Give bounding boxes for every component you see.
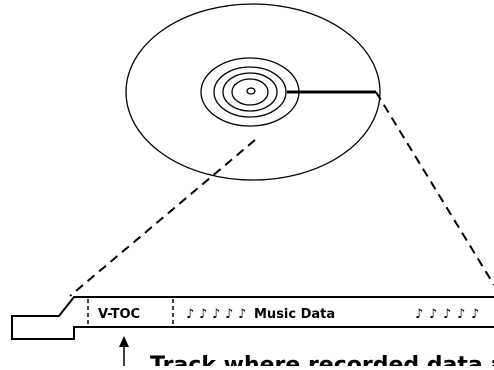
music-note-icon: ♪ (238, 307, 246, 322)
disc-hub-ring-1 (200, 57, 300, 127)
projection-line-outer (375, 91, 494, 286)
music-note-icon: ♪ (199, 307, 207, 322)
disc-hub-ring-2 (213, 66, 287, 118)
disc-outer-edge (125, 3, 381, 181)
music-note-icon: ♪ (429, 307, 437, 322)
music-note-icon: ♪ (415, 307, 423, 322)
music-note-icon: ♪ (443, 307, 451, 322)
toc-label: V-TOC (98, 307, 140, 322)
projection-line-inner (69, 139, 256, 297)
disc-spindle-hole (246, 87, 256, 95)
music-note-icon: ♪ (457, 307, 465, 322)
music-note-icon: ♪ (471, 307, 479, 322)
music-data-label: Music Data (254, 307, 335, 322)
disc-hub-ring-4 (231, 78, 269, 106)
music-note-icon: ♪ (212, 307, 220, 322)
disc-hub-ring-3 (222, 72, 278, 112)
pointer-arrow-head (119, 336, 129, 347)
caption-text: Track where recorded data and (150, 353, 494, 366)
music-notes-left: ♪ ♪ ♪ ♪ ♪ (186, 307, 246, 322)
disc-cross-section (11, 296, 494, 340)
music-notes-right: ♪ ♪ ♪ ♪ ♪ (415, 307, 479, 322)
music-note-icon: ♪ (186, 307, 194, 322)
music-note-icon: ♪ (225, 307, 233, 322)
